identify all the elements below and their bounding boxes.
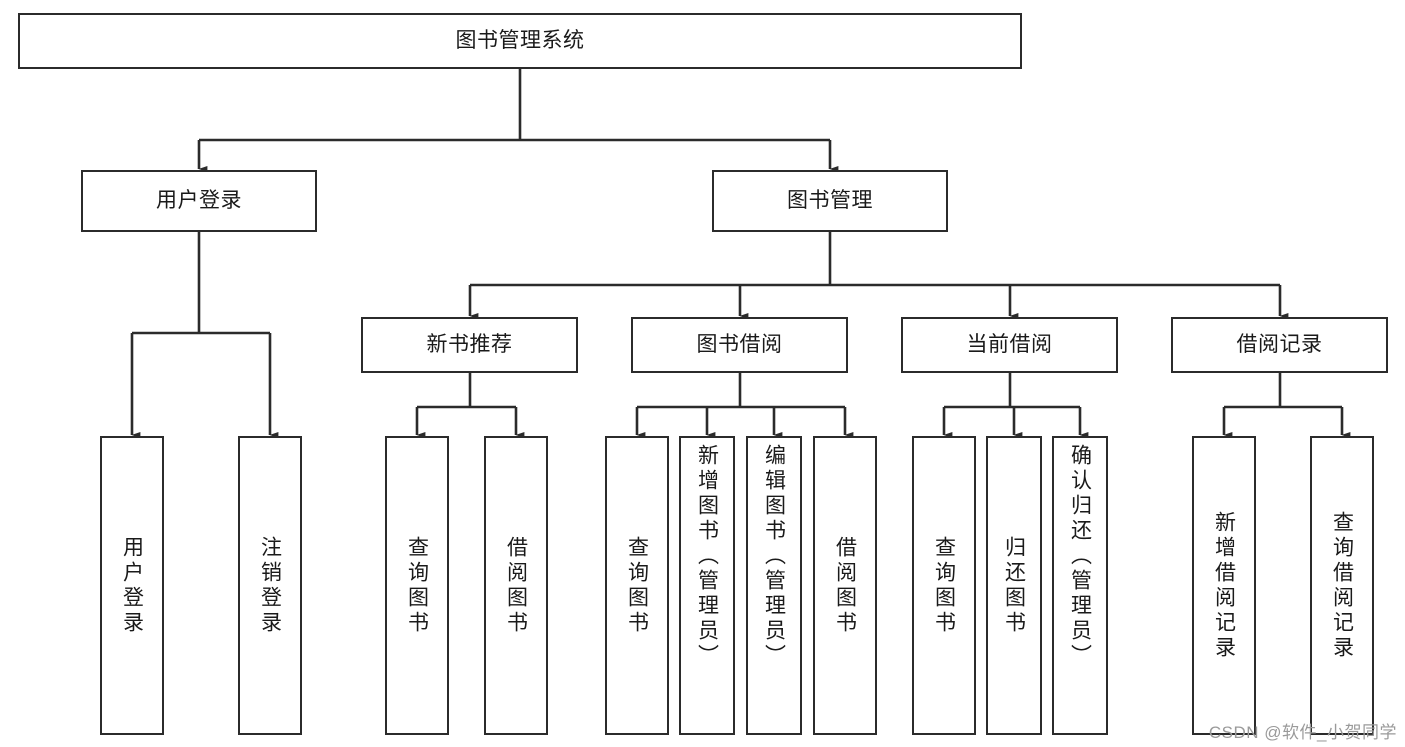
node-leaf-borrow-edit-book[interactable]: 编辑图书（管理员） (746, 436, 802, 735)
node-user-login-module[interactable]: 用户登录 (81, 170, 317, 232)
node-label: 图书借阅 (696, 332, 783, 356)
node-new-book-recommend[interactable]: 新书推荐 (361, 317, 578, 373)
node-label: 借阅图书 (833, 535, 857, 636)
node-leaf-current-return[interactable]: 归还图书 (986, 436, 1042, 735)
node-label: 当前借阅 (966, 332, 1053, 356)
node-leaf-current-query[interactable]: 查询图书 (912, 436, 976, 735)
node-leaf-borrow-add-book[interactable]: 新增图书（管理员） (679, 436, 735, 735)
node-leaf-newbook-query[interactable]: 查询图书 (385, 436, 449, 735)
node-book-borrow[interactable]: 图书借阅 (631, 317, 848, 373)
node-label: 查询图书 (932, 535, 956, 636)
node-label: 查询图书 (405, 535, 429, 636)
node-borrow-record[interactable]: 借阅记录 (1171, 317, 1388, 373)
node-label: 注销登录 (258, 535, 282, 636)
node-label: 新增图书（管理员） (695, 444, 719, 669)
node-leaf-record-add[interactable]: 新增借阅记录 (1192, 436, 1256, 735)
node-leaf-record-query[interactable]: 查询借阅记录 (1310, 436, 1374, 735)
node-leaf-user-logout[interactable]: 注销登录 (238, 436, 302, 735)
node-label: 新书推荐 (426, 332, 513, 356)
node-leaf-borrow-query[interactable]: 查询图书 (605, 436, 669, 735)
node-leaf-newbook-borrow[interactable]: 借阅图书 (484, 436, 548, 735)
node-label: 确认归还（管理员） (1068, 444, 1092, 669)
watermark: CSDN @软件_小贺同学 (1208, 723, 1397, 742)
node-root[interactable]: 图书管理系统 (18, 13, 1022, 69)
node-label: 借阅记录 (1236, 332, 1323, 356)
node-current-borrow[interactable]: 当前借阅 (901, 317, 1118, 373)
node-label: 用户登录 (156, 188, 242, 212)
node-leaf-current-confirm-return[interactable]: 确认归还（管理员） (1052, 436, 1108, 735)
node-label: 归还图书 (1002, 535, 1026, 636)
node-label: 图书管理 (787, 188, 873, 212)
node-label: 借阅图书 (504, 535, 528, 636)
node-label: 查询借阅记录 (1330, 510, 1354, 661)
node-book-management-module[interactable]: 图书管理 (712, 170, 948, 232)
node-leaf-user-login[interactable]: 用户登录 (100, 436, 164, 735)
node-label: 查询图书 (625, 535, 649, 636)
node-leaf-borrow-book[interactable]: 借阅图书 (813, 436, 877, 735)
node-label: 用户登录 (120, 535, 144, 636)
node-label: 编辑图书（管理员） (762, 444, 786, 669)
node-label: 新增借阅记录 (1212, 510, 1236, 661)
node-label: 图书管理系统 (455, 28, 585, 52)
